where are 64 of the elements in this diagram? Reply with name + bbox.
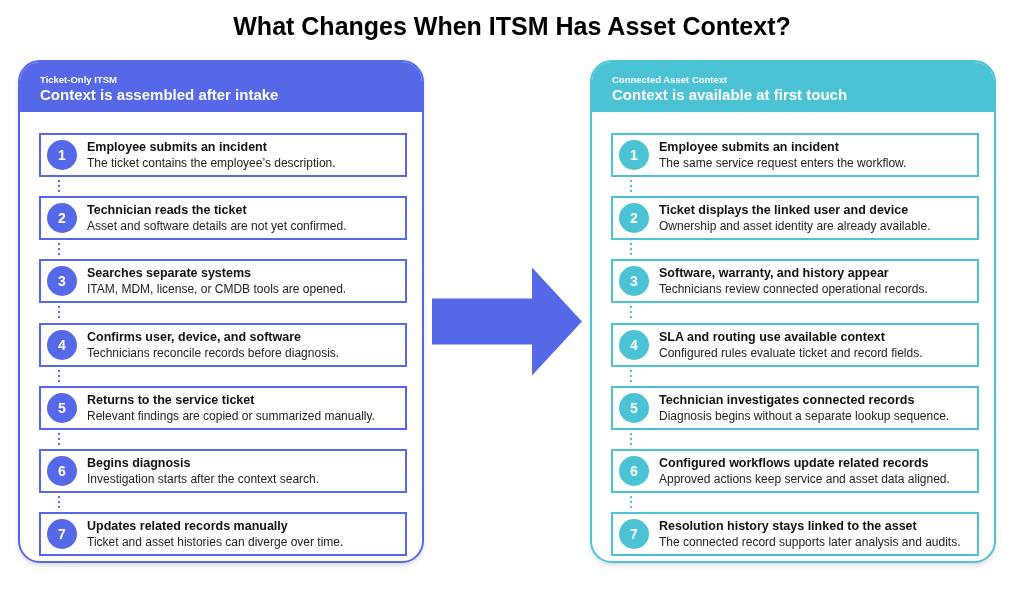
step-box [611,512,979,556]
step-box [611,323,979,367]
step-box [39,323,407,367]
step-box [39,133,407,177]
step-description: Investigation starts after the context search. [87,471,321,487]
step-box [611,196,979,240]
step-number: 3 [619,266,649,296]
step-number: 5 [47,393,77,423]
step-title: Employee submits an incident [87,139,268,155]
step-box [39,259,407,303]
panel-card [590,60,996,563]
step-description: Relevant findings are copied or summarized manually. [87,408,376,424]
diagram-title: What Changes When ITSM Has Asset Context? [232,11,792,42]
step-box [39,449,407,493]
step-title: Resolution history stays linked to the asset [659,518,918,534]
step-number: 7 [619,519,649,549]
block-arrow [432,267,582,376]
panel-title: Context is available at first touch [612,86,849,104]
step-box [611,133,979,177]
step-box [39,196,407,240]
step-title: Ticket displays the linked user and device [659,202,910,218]
step-description: The ticket contains the employee’s description. [87,155,337,171]
step-title: Confirms user, device, and software [87,329,302,345]
step-number: 4 [619,330,649,360]
step-number: 1 [619,140,649,170]
step-description: Asset and software details are not yet confirmed. [87,218,348,234]
step-description: Technicians reconcile records before diagnosis. [87,345,341,361]
step-number: 6 [619,456,649,486]
step-description: ITAM, MDM, license, or CMDB tools are opened. [87,281,348,297]
panel-label: Ticket-Only ITSM [40,74,118,86]
step-title: Begins diagnosis [87,455,192,471]
step-description: Technicians review connected operational records. [659,281,929,297]
step-title: Updates related records manually [87,518,289,534]
step-description: Ticket and asset histories can diverge over time. [87,534,345,550]
step-title: Software, warranty, and history appear [659,265,890,281]
step-description: Diagnosis begins without a separate lookup sequence. [659,408,951,424]
step-title: Searches separate systems [87,265,252,281]
step-title: Employee submits an incident [659,139,840,155]
step-title: Technician reads the ticket [87,202,248,218]
step-box [611,259,979,303]
step-number: 1 [47,140,77,170]
step-description: Approved actions keep service and asset data aligned. [659,471,951,487]
step-title: Configured workflows update related records [659,455,930,471]
step-description: Ownership and asset identity are already available. [659,218,932,234]
step-description: The same service request enters the workflow. [659,155,908,171]
step-number: 5 [619,393,649,423]
panel-card [18,60,424,563]
step-title: SLA and routing use available context [659,329,886,345]
step-box [611,449,979,493]
step-number: 4 [47,330,77,360]
step-title: Technician investigates connected records [659,392,916,408]
panel-title: Context is assembled after intake [40,86,280,104]
step-box [611,386,979,430]
step-number: 2 [47,203,77,233]
step-box [39,386,407,430]
step-number: 2 [619,203,649,233]
step-title: Returns to the service ticket [87,392,256,408]
step-description: The connected record supports later analysis and audits. [659,534,962,550]
panel-label: Connected Asset Context [612,74,729,86]
step-description: Configured rules evaluate ticket and record fields. [659,345,924,361]
step-box [39,512,407,556]
step-number: 6 [47,456,77,486]
step-number: 7 [47,519,77,549]
step-number: 3 [47,266,77,296]
